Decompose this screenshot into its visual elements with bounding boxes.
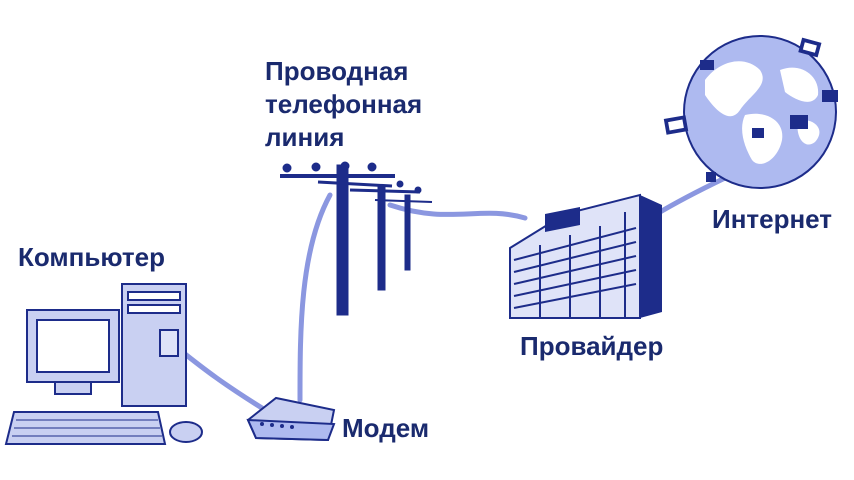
cable-modem-to-pole bbox=[297, 192, 333, 403]
modem-label: Модем bbox=[342, 413, 430, 443]
computer-icon bbox=[4, 283, 203, 445]
phone-line-label-line-2: телефонная bbox=[265, 89, 423, 119]
provider-label: Провайдер bbox=[520, 331, 664, 361]
modem-icon bbox=[246, 396, 336, 442]
cable-computer-to-modem bbox=[177, 347, 265, 411]
globe-icon bbox=[663, 35, 838, 189]
provider-building-icon bbox=[509, 193, 662, 319]
computer-label: Компьютер bbox=[18, 242, 165, 272]
internet-label: Интернет bbox=[712, 204, 833, 234]
phone-line-label-line-3: линия bbox=[265, 122, 345, 152]
phone-line-label-line-1: Проводная bbox=[265, 56, 409, 86]
phone-line-label: Проводная телефонная линия bbox=[265, 55, 422, 154]
telephone-pole-icon bbox=[280, 161, 433, 316]
